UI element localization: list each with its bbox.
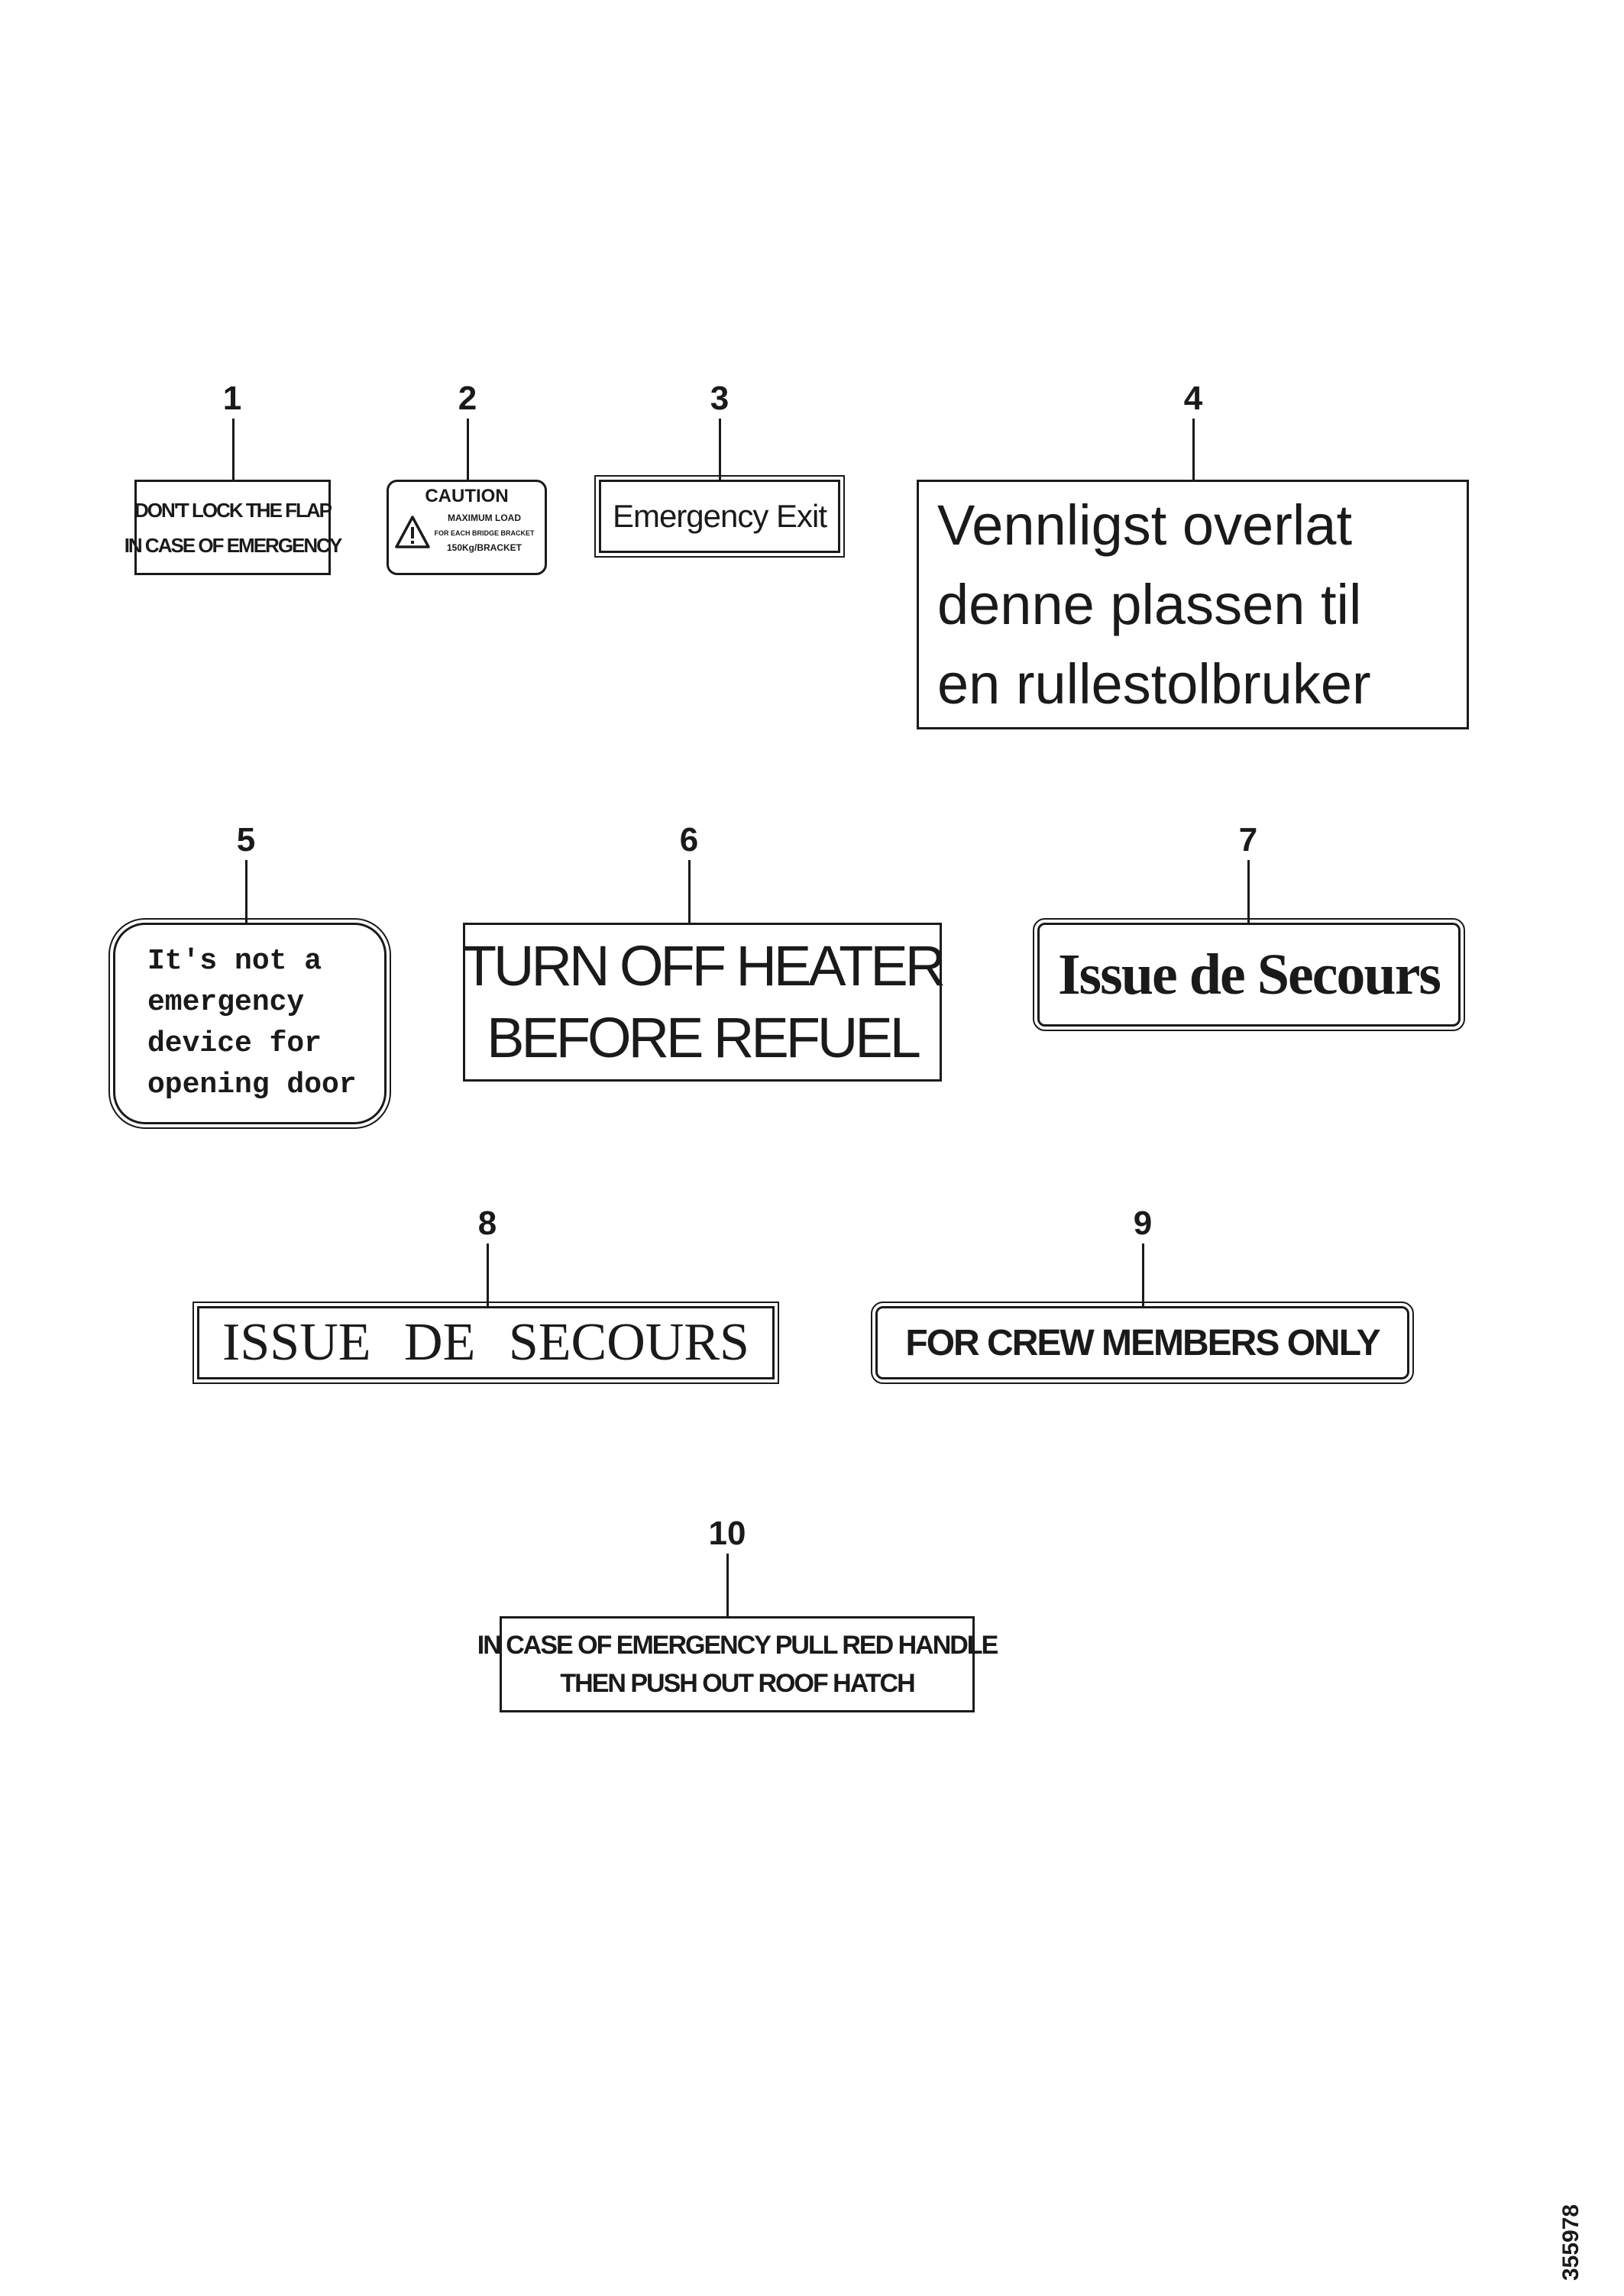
- callout-number-1: 1: [222, 380, 242, 417]
- sign-2-small-line-3: 150Kg/BRACKET: [446, 542, 522, 553]
- sign-5-line-2: emergency: [147, 986, 305, 1019]
- sign-2-small-line-2: FOR EACH BRIDGE BRACKET: [434, 529, 535, 537]
- sign-1-line-1: DON'T LOCK THE FLAP: [134, 498, 332, 522]
- leader-line-9: [1142, 1243, 1144, 1306]
- sign-issue-de-secours: Issue de Secours: [1033, 918, 1465, 1031]
- callout-number-3: 3: [710, 380, 730, 417]
- sign-7-line-1: Issue de Secours: [1057, 942, 1441, 1007]
- leader-line-1: [232, 419, 235, 480]
- sign-5-line-4: opening door: [147, 1069, 357, 1101]
- sign-5-line-1: It's not a: [147, 945, 322, 978]
- sign-turn-off-heater: TURN OFF HEATER BEFORE REFUEL: [461, 923, 946, 1082]
- sign-issue-de-secours-caps: ISSUE DE SECOURS: [192, 1302, 779, 1384]
- callout-number-6: 6: [679, 821, 699, 859]
- sign-2-small-line-1: MAXIMUM LOAD: [448, 513, 521, 523]
- callout-number-2: 2: [458, 380, 477, 417]
- callout-number-8: 8: [477, 1205, 497, 1242]
- sign-crew-members-only: FOR CREW MEMBERS ONLY: [871, 1302, 1414, 1384]
- callout-number-4: 4: [1183, 380, 1203, 417]
- sign-6-line-1: TURN OFF HEATER: [461, 934, 946, 998]
- sign-4-line-1: Vennligst overlat: [937, 493, 1353, 557]
- sign-pull-red-handle: IN CASE OF EMERGENCY PULL RED HANDLE THE…: [477, 1616, 998, 1712]
- leader-line-2: [467, 419, 469, 480]
- sign-dont-lock-flap: DON'T LOCK THE FLAP IN CASE OF EMERGENCY: [125, 480, 342, 575]
- sign-4-line-2: denne plassen til: [937, 572, 1362, 636]
- leader-line-3: [719, 419, 721, 480]
- sign-4-line-3: en rullestolbruker: [937, 652, 1371, 716]
- sign-3-line-1: Emergency Exit: [612, 498, 827, 534]
- sign-6-line-2: BEFORE REFUEL: [487, 1006, 921, 1069]
- sign-9-line-1: FOR CREW MEMBERS ONLY: [905, 1322, 1380, 1363]
- leader-line-6: [688, 860, 691, 923]
- sign-caution-maximum-load: CAUTION MAXIMUM LOAD FOR EACH BRIDGE BRA…: [387, 480, 547, 575]
- callout-number-7: 7: [1238, 821, 1258, 859]
- warning-triangle-icon: [395, 516, 430, 548]
- sign-10-line-2: THEN PUSH OUT ROOF HATCH: [560, 1669, 915, 1698]
- sign-8-line-1: ISSUE DE SECOURS: [222, 1313, 749, 1372]
- callout-number-5: 5: [236, 821, 256, 859]
- callout-number-9: 9: [1133, 1205, 1153, 1242]
- leader-line-5: [245, 860, 247, 923]
- sign-emergency-exit: Emergency Exit: [594, 475, 845, 558]
- callout-number-10: 10: [708, 1515, 746, 1552]
- leader-line-8: [487, 1243, 489, 1306]
- leader-line-10: [726, 1554, 729, 1616]
- sign-10-line-1: IN CASE OF EMERGENCY PULL RED HANDLE: [477, 1631, 998, 1660]
- sign-2-caution-heading: CAUTION: [425, 486, 509, 506]
- sign-1-line-2: IN CASE OF EMERGENCY: [124, 533, 343, 557]
- leader-line-7: [1247, 860, 1250, 923]
- drawing-id-number: 355978: [1558, 2204, 1584, 2281]
- sign-wheelchair-space-norwegian: Vennligst overlat denne plassen til en r…: [917, 480, 1469, 729]
- sign-not-emergency-device: It's not a emergency device for opening …: [108, 918, 391, 1129]
- sign-5-line-3: device for: [147, 1027, 322, 1060]
- leader-line-4: [1192, 419, 1195, 480]
